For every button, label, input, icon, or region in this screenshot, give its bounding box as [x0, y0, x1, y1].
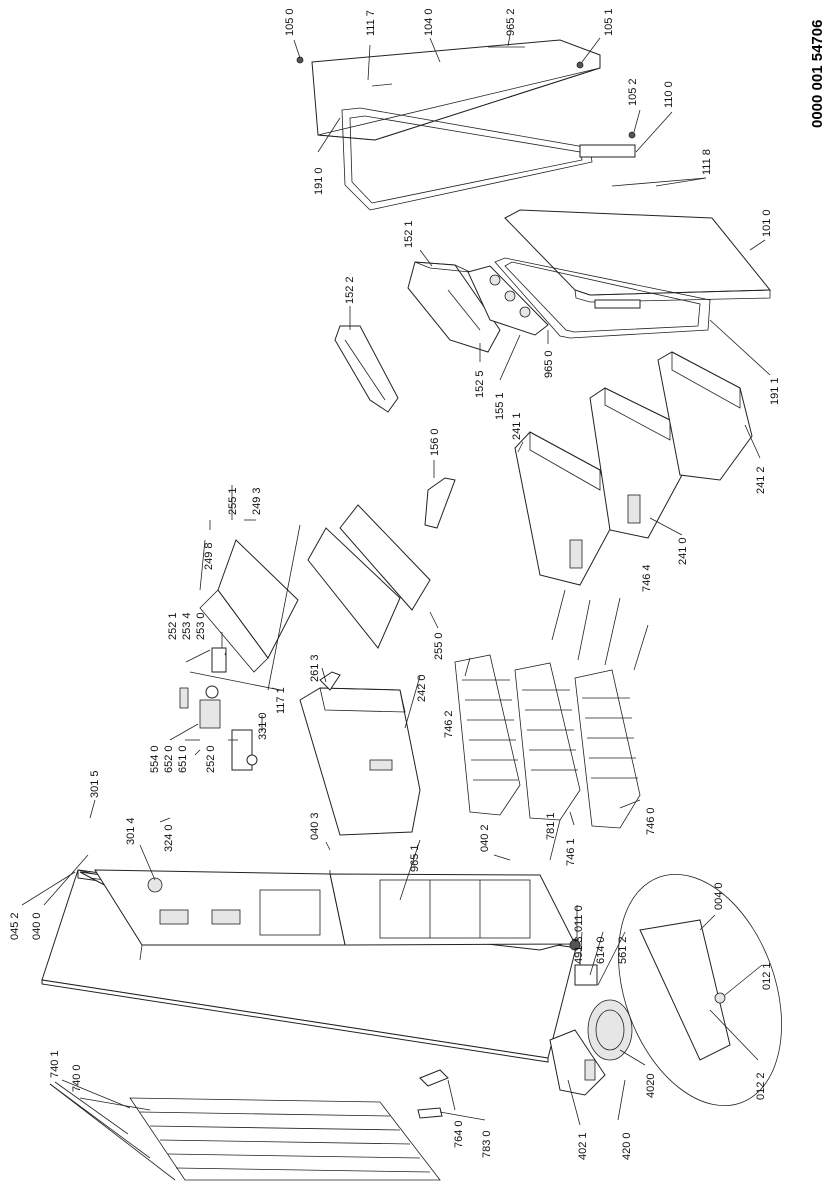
label-0452: 045 2 — [9, 912, 21, 940]
label-4020: 4020 — [645, 1074, 657, 1098]
label-4200: 420 0 — [621, 1132, 633, 1160]
label-2411: 241 1 — [511, 412, 523, 440]
egg-tray-1560 — [424, 477, 456, 529]
label-7401: 740 1 — [49, 1050, 61, 1078]
door-shelf-1522 — [334, 325, 399, 413]
evaporator-7462 — [454, 654, 521, 816]
label-2551: 255 1 — [227, 487, 239, 515]
condenser-7400 — [129, 1097, 441, 1181]
label-3015: 301 5 — [89, 770, 101, 798]
label-2613: 261 3 — [309, 654, 321, 682]
thermostat-assembly — [179, 647, 281, 771]
label-2534: 253 4 — [181, 612, 193, 640]
label-2493: 249 3 — [251, 487, 263, 515]
label-1050: 105 0 — [284, 8, 296, 36]
label-1051: 105 1 — [603, 8, 615, 36]
support-rails-7464 — [551, 589, 649, 671]
label-1117: 111 7 — [365, 10, 377, 36]
cabinet — [41, 869, 581, 1063]
part-labels: 105 0 111 7 104 0 965 2 105 1 105 2 110 … — [9, 8, 781, 1160]
label-1010: 101 0 — [761, 209, 773, 237]
label-2520: 252 0 — [205, 745, 217, 773]
upper-door-gasket — [341, 107, 593, 211]
pipes — [417, 1069, 449, 1119]
label-6510: 651 0 — [177, 745, 189, 773]
label-1052: 105 2 — [627, 78, 639, 106]
freezer-drawer-2412 — [657, 351, 753, 481]
label-4913: 491 3 — [573, 936, 585, 964]
label-9651: 965 1 — [409, 844, 421, 872]
evaporator-7461 — [514, 662, 581, 821]
label-7811: 781 1 — [545, 812, 557, 840]
label-1525: 152 5 — [474, 370, 486, 398]
cover-shelf-2613 — [319, 671, 341, 691]
label-0040: 004 0 — [713, 882, 725, 910]
upper-door — [311, 39, 601, 141]
label-2550: 255 0 — [433, 632, 445, 660]
label-1040: 104 0 — [423, 8, 435, 36]
upper-door-hinge — [296, 46, 636, 158]
electrical-box-4021 — [549, 1029, 606, 1096]
label-6520: 652 0 — [163, 745, 175, 773]
base-plate-0040 — [618, 873, 782, 1107]
label-9650: 965 0 — [543, 350, 555, 378]
glass-shelf-2551 — [199, 524, 301, 691]
label-2412: 241 2 — [755, 466, 767, 494]
label-9652: 965 2 — [505, 8, 517, 36]
label-2420: 242 0 — [416, 674, 428, 702]
label-3014: 301 4 — [125, 817, 137, 845]
label-2530: 253 0 — [195, 612, 207, 640]
door-shelf-1521 — [407, 261, 501, 353]
lower-door — [504, 209, 772, 303]
label-1118: 111 8 — [701, 149, 713, 175]
label-3310: 331 0 — [257, 712, 269, 740]
label-0400: 040 0 — [31, 912, 43, 940]
document-number: 0000 001 54706 — [809, 20, 826, 128]
label-0122: 012 2 — [755, 1072, 767, 1100]
label-3240: 324 0 — [163, 824, 175, 852]
label-1522: 152 2 — [344, 276, 356, 304]
label-7464: 746 4 — [641, 564, 653, 592]
label-6140: 614 0 — [595, 936, 607, 964]
lower-door-gasket — [494, 257, 711, 339]
label-5612: 561 2 — [617, 936, 629, 964]
crisper-2420 — [299, 687, 421, 836]
label-7460: 746 0 — [645, 807, 657, 835]
label-1910: 191 0 — [313, 167, 325, 195]
label-0403: 040 3 — [309, 812, 321, 840]
label-7461: 746 1 — [565, 838, 577, 866]
label-2410: 241 0 — [677, 537, 689, 565]
label-1560: 156 0 — [429, 428, 441, 456]
label-7400: 740 0 — [71, 1064, 83, 1092]
label-1911: 191 1 — [769, 377, 781, 405]
glass-shelf-2550 — [307, 504, 431, 649]
label-0402: 040 2 — [479, 824, 491, 852]
label-7640: 764 0 — [453, 1120, 465, 1148]
label-1171: 117 1 — [275, 687, 287, 714]
label-1521: 152 1 — [403, 220, 415, 248]
label-2498: 249 8 — [203, 542, 215, 570]
label-0121: 012 1 — [761, 962, 773, 990]
label-7830: 783 0 — [481, 1130, 493, 1158]
label-7462: 746 2 — [443, 710, 455, 738]
label-2521: 252 1 — [167, 612, 179, 640]
evaporator-7460 — [574, 669, 641, 829]
label-1551: 155 1 — [494, 392, 506, 420]
leader-lines — [21, 34, 771, 1181]
label-4021: 402 1 — [577, 1132, 589, 1160]
label-5540: 554 0 — [149, 745, 161, 773]
label-0110: 011 0 — [573, 905, 585, 932]
label-1100: 110 0 — [663, 81, 675, 108]
door-shelf-1551 — [467, 265, 549, 336]
